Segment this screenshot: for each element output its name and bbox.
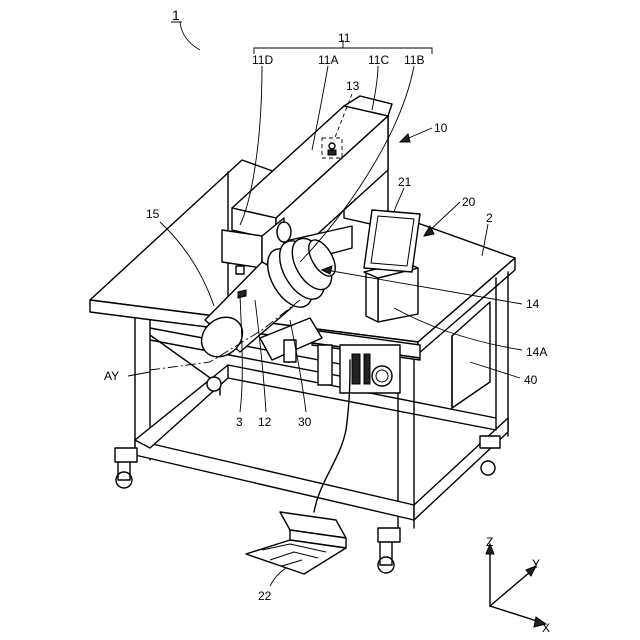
label-table: 2 [486,211,493,225]
label-cabinet: 40 [524,373,538,387]
label-part-3: 3 [236,415,243,429]
caster-front-left [115,448,137,488]
label-y-axis: Y [532,557,540,571]
label-assembly: 1 [172,7,180,23]
operation-unit [364,210,420,322]
caster-back-left [207,377,221,391]
label-operation-unit: 20 [462,195,476,209]
label-part-12: 12 [258,415,272,429]
label-axis: AY [104,369,119,383]
label-head-a: 11A [318,53,338,67]
label-machine: 10 [434,121,448,135]
label-stage-sub: 14A [526,345,547,359]
label-stage: 14 [526,297,540,311]
label-head-c: 11C [368,53,389,67]
label-z-axis: Z [486,535,493,549]
label-head-group: 11 [338,31,351,45]
label-part-30: 30 [298,415,312,429]
knob [277,222,291,242]
caster-front-right [378,528,400,573]
label-sensor: 13 [346,79,360,93]
label-x-axis: X [542,621,550,635]
label-panel: 21 [398,175,412,189]
label-head-b: 11B [404,53,424,67]
label-head-d: 11D [252,53,273,67]
label-pedal: 22 [258,589,272,603]
label-cylinder: 15 [146,207,160,221]
